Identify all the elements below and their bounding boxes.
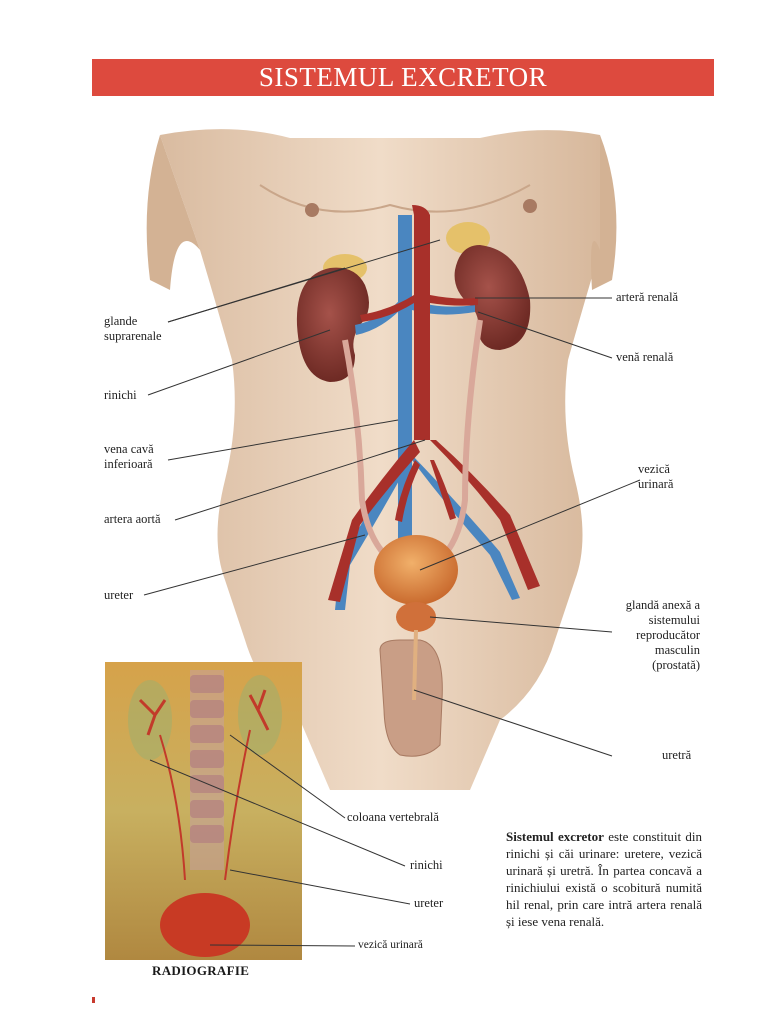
label-vezica-urinara: vezică urinară [638,462,674,491]
label-rinichi: rinichi [104,388,137,402]
label-vena-renala: venă renală [616,350,674,364]
radiograph-title: RADIOGRAFIE [152,963,250,978]
page-marker [92,997,95,1003]
radiograph-leader-lines [149,734,411,947]
radiograph-label-vezica: vezică urinară [358,939,423,951]
radiograph-label-rinichi: rinichi [410,858,443,872]
caption-bold-term: Sistemul excretor [506,829,604,844]
label-glande-suprarenale: glande suprarenale [104,314,162,343]
left-ureter [342,339,393,563]
renal-veins [355,300,475,335]
chest-line [259,184,531,213]
page-title: SISTEMUL EXCRETOR [258,62,548,92]
genital [379,639,443,757]
label-artera-renala: arteră renală [616,290,679,304]
title-banner: SISTEMUL EXCRETOR [92,59,714,96]
left-nipple [305,203,319,217]
radiograph-label-coloana: coloana vertebrală [347,810,439,824]
left-arm [146,135,200,290]
main-leader-lines [143,239,641,757]
radiograph-label-ureter: ureter [414,896,444,910]
label-vena-cava: vena cavă inferioară [104,442,154,471]
renal-arteries [360,295,478,322]
prostate [396,602,436,632]
label-ureter: ureter [104,588,134,602]
urethra-tube [412,629,418,701]
aorta [412,205,430,440]
label-glanda-anexa: glandă anexă a sistemului reproducător m… [625,598,700,672]
bladder [374,535,458,605]
left-kidney [296,267,369,382]
right-arm [591,135,617,290]
radiograph-details [128,670,282,957]
label-uretra: uretră [662,748,692,762]
caption-paragraph: Sistemul excretor este constituit din ri… [506,828,702,930]
caption-text: este constituit din rinichi și căi urina… [506,829,702,929]
label-artera-aorta: artera aortă [104,512,161,526]
right-ureter [437,319,483,563]
right-nipple [523,199,537,213]
